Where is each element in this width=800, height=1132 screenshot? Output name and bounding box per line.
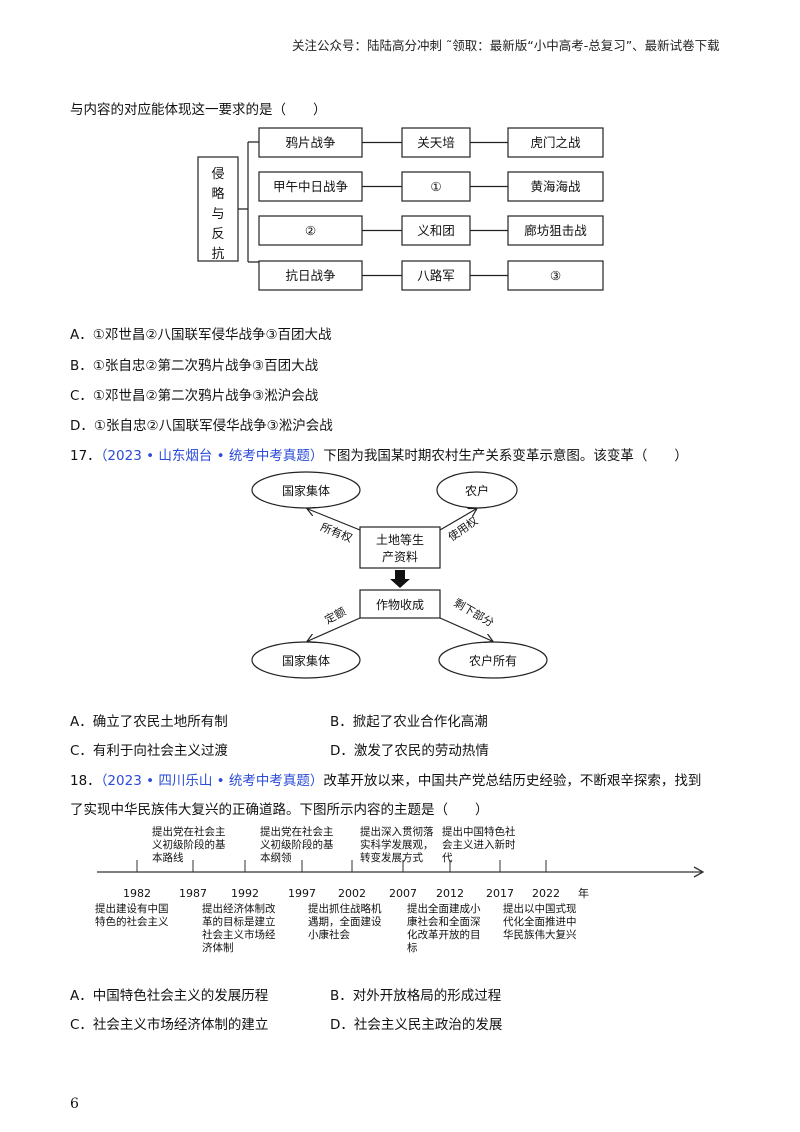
label-harvest: 作物收成 [376,598,424,612]
down-arrow-icon [390,570,410,588]
diagram-box-label: 廊坊狙击战 [524,223,587,238]
year-label: 1982 [123,887,151,900]
year-label: 2002 [338,887,366,900]
root-char: 略 [211,186,224,202]
diagram-box-label: 抗日战争 [285,268,335,283]
label-bottom-right: 农户所有 [469,653,517,668]
arrow-label-remainder: 剩下部分 [451,595,496,629]
arrow-label-use-right: 使用权 [446,514,480,544]
year-label: 1992 [231,887,259,900]
q18-stem-line2: 了实现中华民族伟大复兴的正确道路。下图所示内容的主题是（ ） [70,802,489,818]
q17-source[interactable]: （2023 • 山东烟台 • 统考中考真题） [100,448,324,464]
box-land [359,526,441,569]
event-below: 提出全面建成小 [407,902,481,915]
event-below: 特色的社会主义 [95,915,169,928]
event-above: 代 [442,852,453,864]
diagram-box-label: 关天培 [417,135,455,150]
root-char: 与 [211,207,224,222]
event-above: 提出党在社会主 [152,825,226,838]
q18-source[interactable]: （2023 • 四川乐山 • 统考中考真题） [100,773,324,789]
event-above: 提出党在社会主 [260,825,334,838]
diagram-box-label: ① [430,179,441,194]
diagram-box-label: 甲午中日战争 [273,179,348,194]
box-harvest [359,589,441,619]
label-bottom-left: 国家集体 [282,653,330,668]
q17-option-c[interactable]: C．有利于向社会主义过渡 [70,743,228,759]
page-header: 关注公众号：陆陆高分冲刺 ˜领取：最新版“小中高考-总复习”、最新试卷下载 [292,38,720,53]
event-below: 华民族伟大复兴 [503,928,577,941]
q17-option-b[interactable]: B．掀起了农业合作化高潮 [330,714,488,730]
event-above: 义初级阶段的基 [152,838,226,851]
q18-option-c[interactable]: C．社会主义市场经济体制的建立 [70,1017,269,1033]
q16-option-b[interactable]: B．①张自忠②第二次鸦片战争③百团大战 [70,358,319,374]
event-above: 会主义进入新时 [442,838,516,851]
arrow-label-quota: 定额 [322,604,348,627]
label-top-right: 农户 [465,483,489,498]
year-label: 2012 [436,887,464,900]
event-below: 化改革开放的目 [407,928,481,941]
event-below: 标 [407,942,418,954]
q17-option-a[interactable]: A．确立了农民土地所有制 [70,714,228,730]
q17-number: 17． [70,448,101,464]
diagram-box-label: 黄海海战 [530,179,581,194]
event-below: 提出抓住战略机 [308,902,382,915]
q18-stem: 18．（2023 • 四川乐山 • 统考中考真题）改革开放以来，中国共产党总结历… [70,769,701,789]
page-number: 6 [70,1096,79,1112]
q16-option-a[interactable]: A．①邓世昌②八国联军侵华战争③百团大战 [70,327,332,343]
q17-stem: 17．（2023 • 山东烟台 • 统考中考真题）下图为我国某时期农村生产关系变… [70,444,688,464]
year-label: 2007 [389,887,417,900]
label-top-left: 国家集体 [282,483,330,498]
q17-option-d[interactable]: D．激发了农民的劳动热情 [330,743,489,759]
event-below: 小康社会 [308,928,350,941]
diagram-box-label: ② [305,223,316,238]
event-above: 本纲领 [260,851,292,864]
arrow-label-ownership: 所有权 [319,520,355,545]
event-below: 社会主义市场经 [202,928,276,941]
q17-stem-text: 下图为我国某时期农村生产关系变革示意图。该变革（ ） [323,448,688,464]
event-below: 康社会和全面深 [407,915,481,928]
label-center-1: 土地等生 [376,533,424,547]
label-center-2: 产资料 [382,550,418,564]
diagram-box-label: 八路军 [417,268,455,283]
root-char: 抗 [211,247,224,262]
event-below: 遇期，全面建设 [308,915,382,928]
diagram-box-label: ③ [550,268,561,283]
q16-stem: 与内容的对应能体现这一要求的是（ ） [70,102,327,118]
q16-option-d[interactable]: D．①张自忠②八国联军侵华战争③淞沪会战 [70,418,333,434]
year-label: 2022 [532,887,560,900]
q18-timeline: 1982 1987 1992 1997 2002 2007 2012 2017 2022 年 提出党… [95,825,705,954]
event-above: 提出深入贯彻落 [360,825,434,838]
year-label: 1997 [288,887,316,900]
event-above: 实科学发展观， [360,838,434,851]
q16-option-c[interactable]: C．①邓世昌②第二次鸦片战争③淞沪会战 [70,388,319,404]
event-above: 本路线 [152,851,184,864]
event-above: 转变发展方式 [360,851,423,864]
diagram-box-label: 虎门之战 [530,135,581,150]
root-char: 侵 [211,166,224,182]
year-label: 1987 [179,887,207,900]
q18-option-b[interactable]: B．对外开放格局的形成过程 [330,988,502,1004]
diagram-box-label: 义和团 [417,223,455,238]
event-below: 代化全面推进中 [503,915,577,928]
root-char: 反 [211,227,224,242]
event-below: 济体制 [202,941,234,954]
event-below: 提出建设有中国 [95,902,169,915]
q18-option-a[interactable]: A．中国特色社会主义的发展历程 [70,988,269,1004]
event-below: 提出以中国式现 [503,902,577,915]
q18-number: 18． [70,773,101,789]
year-unit: 年 [578,886,589,900]
timeline-arrow-icon [693,866,705,878]
q18-option-d[interactable]: D．社会主义民主政治的发展 [330,1017,503,1033]
event-above: 义初级阶段的基 [260,838,334,851]
q17-diagram: 国家集体 农户 土地等生 产资料 作物收成 国家集体 农户所有 所有权 使用权 … [251,471,548,679]
diagram-box-label: 鸦片战争 [285,135,335,150]
year-label: 2017 [486,887,514,900]
event-below: 革的目标是建立 [202,915,276,928]
q18-stem-text: 改革开放以来，中国共产党总结历史经验，不断艰辛探索，找到 [323,773,702,789]
event-above: 提出中国特色社 [442,825,516,838]
event-below: 提出经济体制改 [202,902,276,915]
